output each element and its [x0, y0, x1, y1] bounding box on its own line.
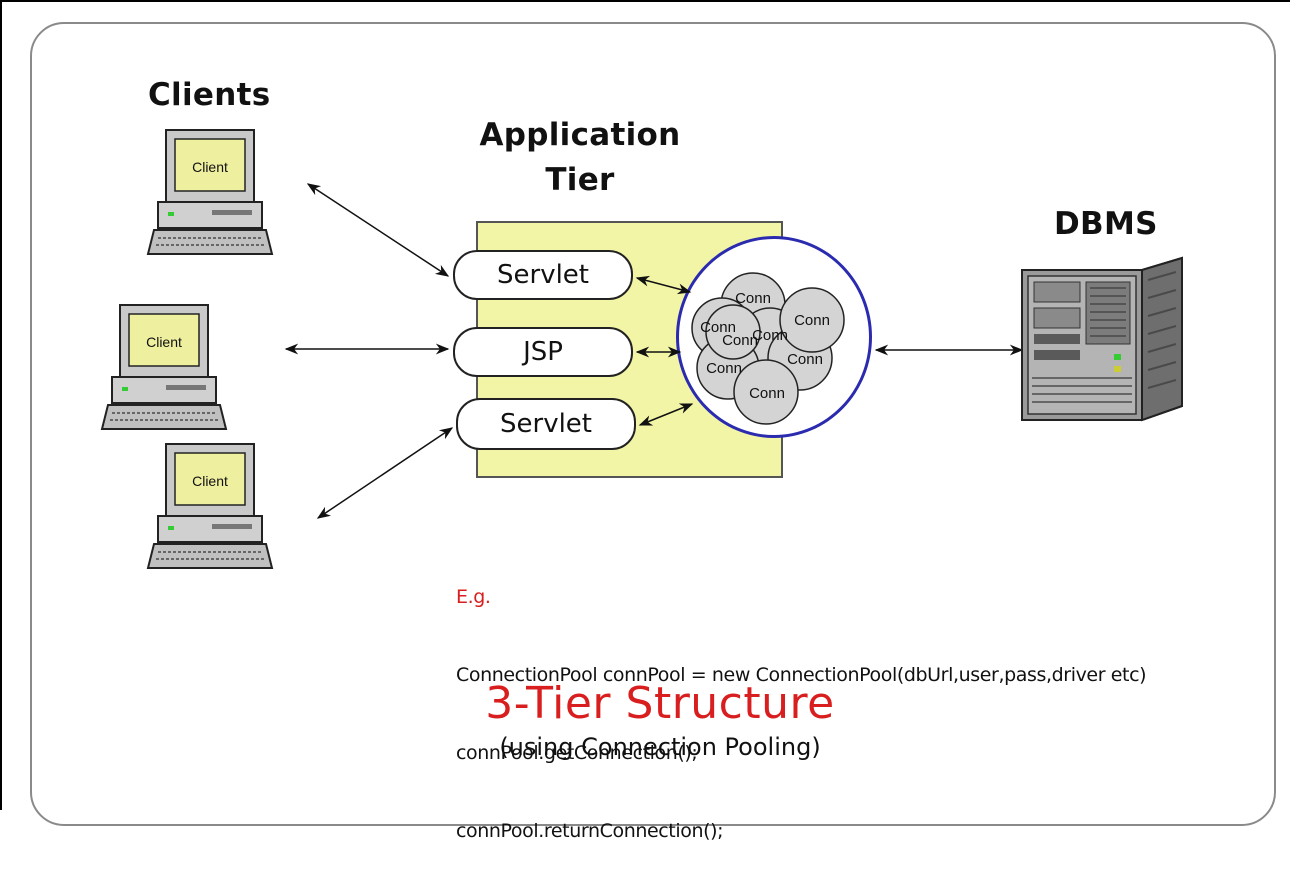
conn-label-4: Conn [787, 351, 823, 368]
code-line-1: ConnectionPool connPool = new Connection… [456, 664, 1147, 686]
client-screen-label-1: Client [192, 159, 228, 175]
client-computer-2: Client [100, 304, 228, 430]
code-line-3: connPool.returnConnection(); [456, 820, 724, 842]
code-eg-label: E.g. [456, 586, 491, 608]
arrow-client3-servlet [316, 427, 454, 519]
arrow-client1-servlet [306, 183, 450, 277]
conn-label-5: Conn [706, 360, 742, 377]
client-computer-1: Client [146, 129, 274, 255]
conn-label-2: Conn [700, 319, 736, 336]
client-computer-3: Client [146, 443, 274, 569]
connection-circles: Conn Conn Conn Conn Conn Conn Conn Conn [691, 272, 845, 425]
conn-circle-8 [705, 304, 761, 360]
image-frame [0, 0, 1290, 810]
conn-label-8: Conn [722, 332, 758, 349]
conn-label-1: Conn [735, 290, 771, 307]
conn-label-7: Conn [752, 327, 788, 344]
conn-circle-6 [779, 287, 845, 353]
jsp-component: JSP [453, 327, 633, 377]
conn-label-3: Conn [794, 312, 830, 329]
diagram-title: 3-Tier Structure [485, 678, 835, 729]
application-tier-heading: Application Tier [460, 113, 700, 203]
diagram-graphics: Client Client Client [100, 129, 1183, 569]
arrow-servlet2-pool [638, 403, 694, 426]
servlet-component-top: Servlet [453, 250, 633, 300]
application-tier-heading-line1: Application [479, 117, 681, 153]
code-line-2: connPool.getConnection(); [456, 742, 698, 764]
conn-label-6: Conn [749, 385, 785, 402]
client-screen-label-3: Client [192, 473, 228, 489]
dbms-heading: DBMS [1054, 206, 1158, 242]
conn-circle-7 [733, 359, 799, 425]
servlet-component-bottom: Servlet [456, 398, 636, 450]
arrow-servlet-pool [635, 275, 692, 295]
client-screen-label-2: Client [146, 334, 182, 350]
diagram-subtitle: (using Connection Pooling) [499, 733, 821, 761]
dbms-server [1021, 256, 1183, 422]
clients-heading: Clients [148, 77, 271, 113]
application-tier-heading-line2: Tier [545, 162, 615, 198]
